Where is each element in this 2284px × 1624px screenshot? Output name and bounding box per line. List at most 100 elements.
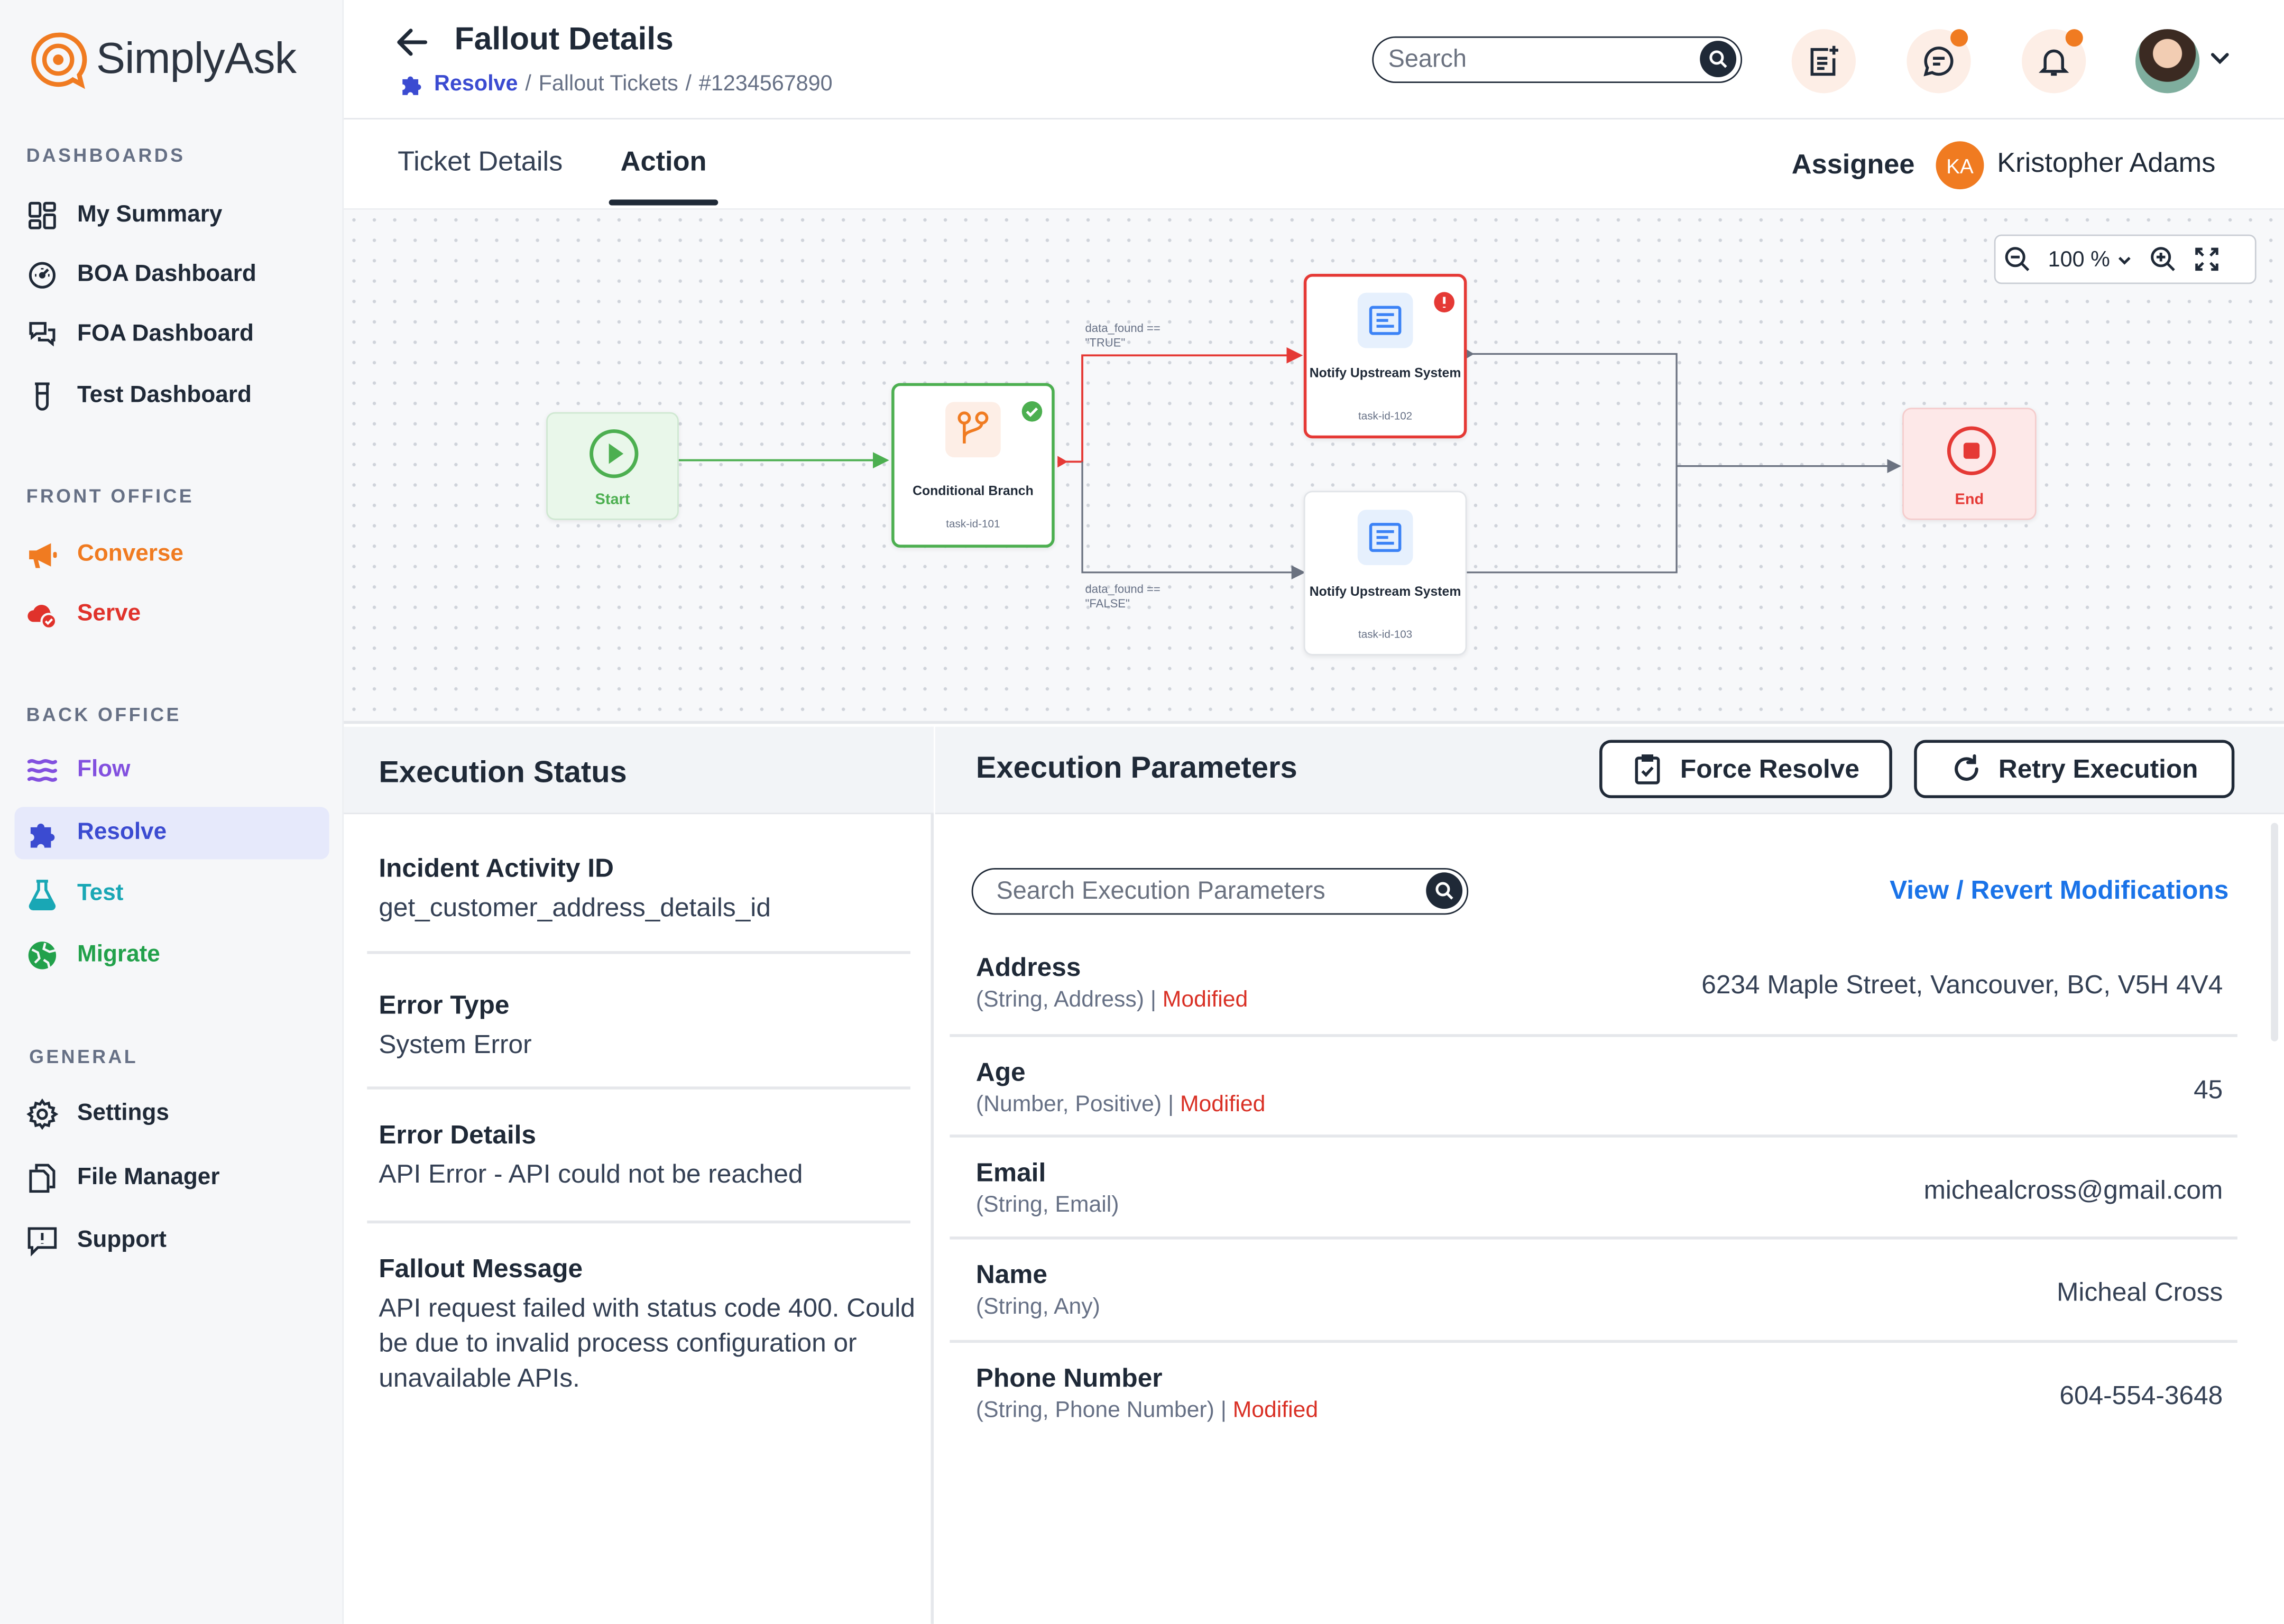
files-icon bbox=[26, 1162, 59, 1195]
sidebar-item-settings[interactable]: Settings bbox=[15, 1088, 329, 1140]
parameter-row-name[interactable]: Name (String, Any) Micheal Cross bbox=[950, 1260, 2237, 1362]
parameters-search bbox=[971, 868, 1469, 915]
notifications-button[interactable] bbox=[2022, 29, 2086, 94]
parameter-row-address[interactable]: Address (String, Address) | Modified 623… bbox=[950, 953, 2237, 1055]
user-avatar[interactable] bbox=[2135, 29, 2200, 94]
section-back-office: BACK OFFICE bbox=[26, 703, 181, 726]
parameter-name: Phone Number bbox=[975, 1363, 1163, 1392]
stop-icon bbox=[1947, 426, 1996, 475]
messages-button[interactable] bbox=[1907, 29, 1971, 94]
simplyask-logo[interactable]: SimplyAsk bbox=[26, 26, 297, 94]
back-arrow-icon[interactable] bbox=[393, 23, 431, 61]
sidebar-item-boa-dashboard[interactable]: BOA Dashboard bbox=[15, 249, 329, 301]
fullscreen-icon[interactable] bbox=[2184, 236, 2228, 282]
logo-text: SimplyAsk bbox=[96, 35, 297, 84]
assignee-label: Assignee bbox=[1791, 150, 1915, 181]
sidebar-item-support[interactable]: Support bbox=[15, 1215, 329, 1267]
parameter-type: (String, Phone Number) | Modified bbox=[975, 1398, 1319, 1423]
node-notify-upstream-103[interactable]: Notify Upstream System task-id-103 bbox=[1303, 491, 1467, 656]
edge-notify-103-to-end bbox=[1467, 466, 1678, 574]
sidebar-item-resolve[interactable]: Resolve bbox=[14, 807, 329, 860]
messages-badge-dot bbox=[1950, 29, 1968, 47]
assignee-name[interactable]: Kristopher Adams bbox=[1997, 149, 2216, 179]
field-value: get_customer_address_details_id bbox=[379, 892, 771, 922]
sidebar-item-test-dashboard[interactable]: Test Dashboard bbox=[15, 370, 329, 422]
execution-status-panel: Execution Status Incident Activity ID ge… bbox=[344, 726, 934, 1624]
workflow-canvas[interactable]: data_found =="TRUE" data_found =="FALSE"… bbox=[344, 208, 2284, 724]
support-icon bbox=[26, 1225, 59, 1257]
modified-tag: Modified bbox=[1232, 1398, 1319, 1423]
cloud-check-icon bbox=[26, 598, 59, 631]
error-alert-icon bbox=[1434, 292, 1454, 312]
sidebar-item-flow[interactable]: Flow bbox=[15, 744, 329, 797]
node-start[interactable]: Start bbox=[546, 412, 679, 520]
modified-tag: Modified bbox=[1162, 987, 1248, 1012]
node-conditional-branch[interactable]: Conditional Branch task-id-101 bbox=[891, 383, 1055, 548]
execution-parameters-title: Execution Parameters bbox=[975, 751, 1297, 785]
edge-label-false: data_found =="FALSE" bbox=[1085, 583, 1161, 611]
notify-system-icon bbox=[1357, 510, 1413, 565]
force-resolve-button[interactable]: Force Resolve bbox=[1599, 740, 1892, 798]
parameter-name: Address bbox=[975, 952, 1081, 982]
grid-icon bbox=[26, 199, 59, 232]
node-label: Start bbox=[595, 491, 630, 509]
parameter-value: 45 bbox=[2194, 1075, 2223, 1104]
sidebar-item-migrate[interactable]: Migrate bbox=[15, 929, 329, 982]
status-field-incident-activity-id: Incident Activity ID get_customer_addres… bbox=[379, 853, 903, 925]
execution-status-title: Execution Status bbox=[379, 755, 627, 790]
chevron-down-icon bbox=[2117, 256, 2130, 264]
sidebar-item-converse[interactable]: Converse bbox=[15, 529, 329, 581]
tab-action[interactable]: Action bbox=[620, 147, 707, 178]
parameter-value: michealcross@gmail.com bbox=[1923, 1175, 2223, 1205]
sidebar-item-foa-dashboard[interactable]: FOA Dashboard bbox=[15, 309, 329, 361]
parameter-row-email[interactable]: Email (String, Email) michealcross@gmail… bbox=[950, 1158, 2237, 1260]
add-note-button[interactable] bbox=[1791, 29, 1856, 94]
megaphone-icon bbox=[26, 539, 59, 571]
parameter-row-phone-number[interactable]: Phone Number (String, Phone Number) | Mo… bbox=[950, 1363, 2237, 1465]
parameter-type: (Number, Positive) | Modified bbox=[975, 1092, 1266, 1118]
sidebar-item-label: Converse bbox=[77, 541, 183, 567]
retry-icon bbox=[1955, 754, 1978, 781]
zoom-level-value: 100 % bbox=[2048, 246, 2110, 272]
chevron-down-icon[interactable] bbox=[2208, 47, 2232, 70]
breadcrumb-fallout-tickets[interactable]: Fallout Tickets bbox=[538, 71, 678, 96]
status-field-error-type: Error Type System Error bbox=[379, 990, 903, 1062]
sidebar-item-my-summary[interactable]: My Summary bbox=[15, 189, 329, 242]
node-label: End bbox=[1955, 491, 1984, 509]
zoom-out-icon[interactable] bbox=[1995, 236, 2039, 282]
view-revert-modifications-link[interactable]: View / Revert Modifications bbox=[1890, 875, 2229, 905]
sidebar-item-serve[interactable]: Serve bbox=[15, 588, 329, 641]
scrollbar[interactable] bbox=[2271, 823, 2278, 1041]
parameters-search-input[interactable] bbox=[996, 876, 1404, 906]
node-end[interactable]: End bbox=[1902, 408, 2037, 520]
node-notify-upstream-102[interactable]: Notify Upstream System task-id-102 bbox=[1303, 273, 1467, 439]
node-label: Conditional Branch bbox=[913, 483, 1034, 499]
zoom-controls: 100 % bbox=[1994, 234, 2257, 284]
field-value: System Error bbox=[379, 1029, 532, 1059]
tabs-bar: Ticket Details Action Assignee KA Kristo… bbox=[344, 121, 2284, 208]
zoom-level-select[interactable]: 100 % bbox=[2048, 247, 2132, 272]
search-icon[interactable] bbox=[1700, 41, 1737, 78]
sidebar-item-label: Migrate bbox=[77, 942, 160, 967]
sidebar-item-label: Test Dashboard bbox=[77, 383, 252, 408]
tab-ticket-details[interactable]: Ticket Details bbox=[398, 147, 563, 178]
sidebar-item-test[interactable]: Test bbox=[15, 868, 329, 920]
breadcrumb-separator: / bbox=[685, 71, 692, 96]
search-icon[interactable] bbox=[1426, 872, 1463, 909]
breadcrumb-separator: / bbox=[525, 71, 531, 96]
parameter-name: Age bbox=[975, 1057, 1026, 1087]
sidebar-item-file-manager[interactable]: File Manager bbox=[15, 1152, 329, 1204]
notify-102-out-port bbox=[1467, 349, 1475, 358]
success-check-icon bbox=[1021, 401, 1043, 422]
field-value: API Error - API could not be reached bbox=[379, 1159, 803, 1189]
gauge-icon bbox=[26, 259, 59, 291]
notify-system-icon bbox=[1357, 292, 1413, 348]
retry-execution-button[interactable]: Retry Execution bbox=[1914, 740, 2235, 798]
divider bbox=[950, 1237, 2237, 1240]
breadcrumb-resolve[interactable]: Resolve bbox=[434, 71, 518, 96]
field-key: Incident Activity ID bbox=[379, 853, 614, 883]
parameter-row-age[interactable]: Age (Number, Positive) | Modified 45 bbox=[950, 1057, 2237, 1159]
search-input[interactable] bbox=[1388, 45, 1680, 75]
zoom-in-icon[interactable] bbox=[2141, 236, 2185, 282]
execution-parameters-header: Execution Parameters Force Resolve Retry… bbox=[935, 726, 2284, 815]
